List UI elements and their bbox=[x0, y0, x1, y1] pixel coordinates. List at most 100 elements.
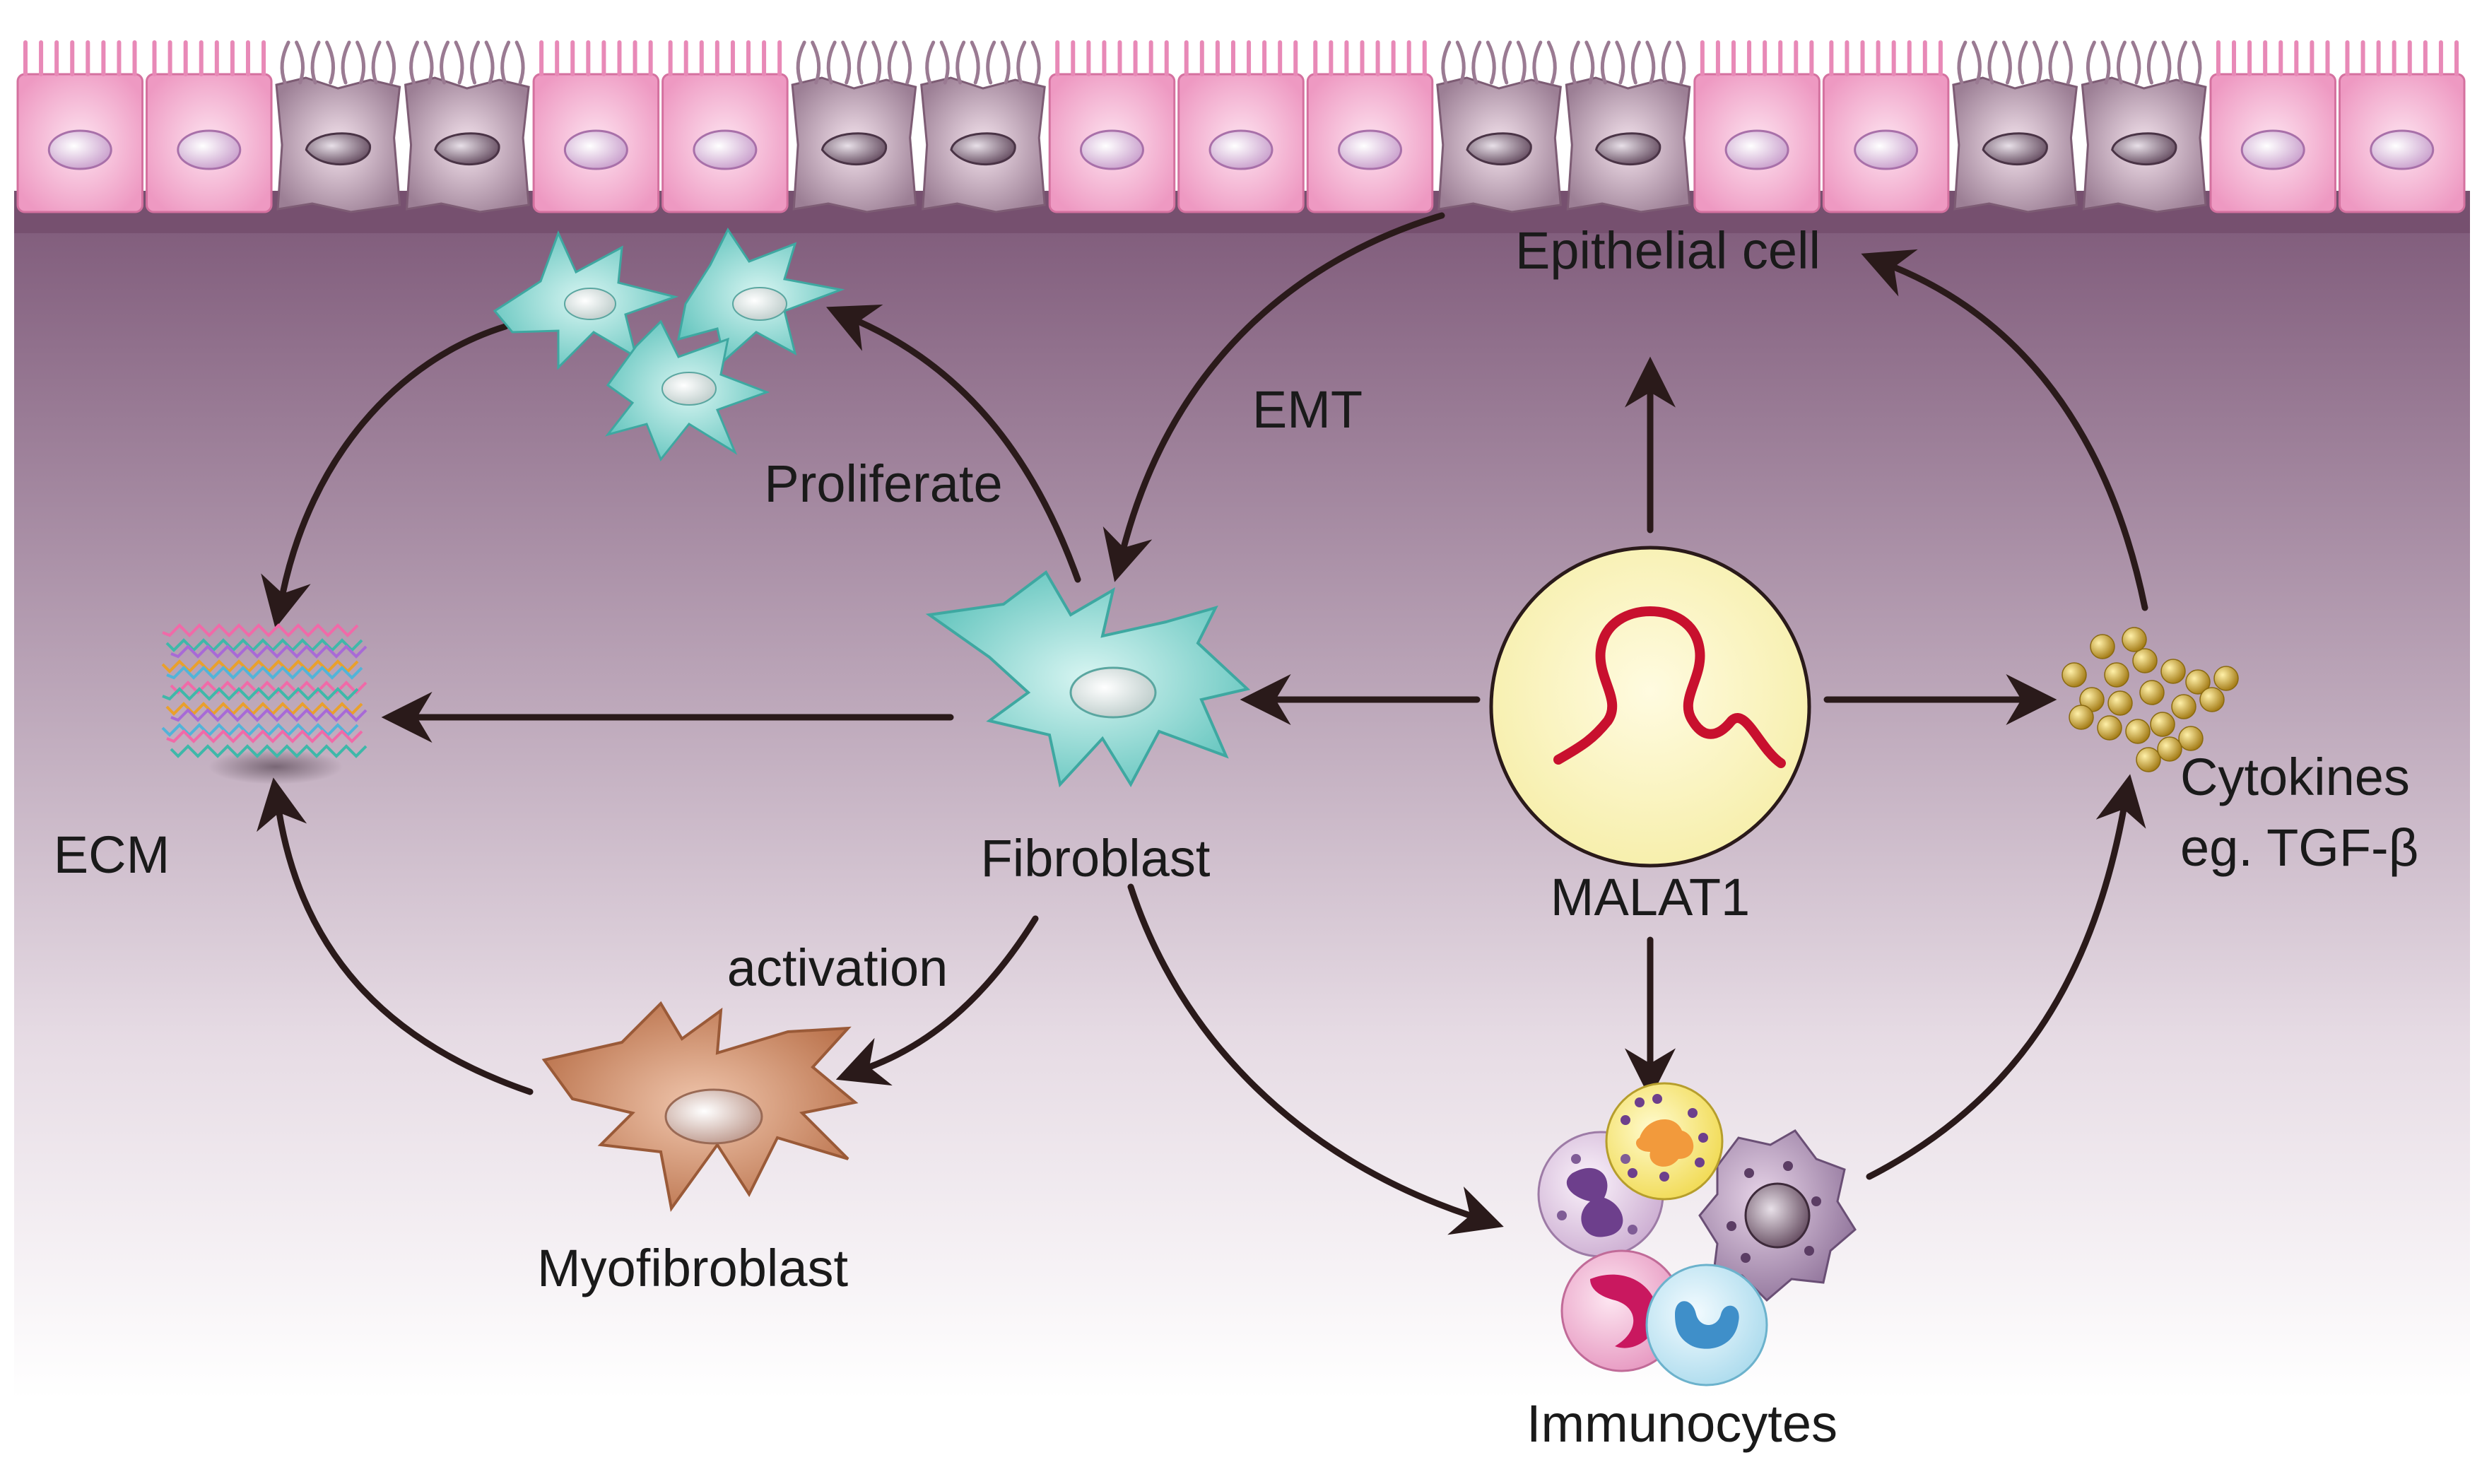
ecm-fiber-lines bbox=[161, 623, 367, 758]
granule bbox=[1688, 1108, 1698, 1118]
cytokine-particle bbox=[2185, 669, 2211, 695]
arrow-proliferate-to-ecm bbox=[261, 323, 509, 629]
immunocyte-purple-nucleus bbox=[1744, 1182, 1811, 1249]
ecm-fiber bbox=[165, 702, 363, 716]
ecm-fiber bbox=[170, 708, 367, 722]
arrow-epithelial-to-fibroblast-emt bbox=[1102, 212, 1445, 582]
epithelial-cell-damaged bbox=[791, 40, 917, 213]
proliferating-fibroblast-nucleus-3 bbox=[661, 372, 717, 406]
fibroblast-cell bbox=[925, 570, 1251, 788]
granule bbox=[1628, 1225, 1637, 1235]
granule bbox=[1628, 1168, 1637, 1178]
myofibroblast-nucleus bbox=[664, 1088, 763, 1145]
immunocyte-lilac-nucleus bbox=[1566, 1167, 1623, 1237]
arrow-cytokines-to-epithelial bbox=[1861, 249, 2148, 611]
cytokine-particle bbox=[2125, 719, 2151, 744]
immunocyte-blue-nucleus bbox=[1675, 1301, 1739, 1349]
cytokine-particle bbox=[2069, 705, 2094, 730]
granule bbox=[1571, 1154, 1581, 1164]
malat1-background bbox=[1489, 546, 1811, 868]
proliferating-fibroblasts bbox=[493, 228, 845, 461]
ecm-fiber bbox=[162, 623, 359, 637]
ecm-fiber bbox=[170, 744, 367, 758]
cytokine-particle bbox=[2132, 648, 2158, 673]
epithelial-cell-damaged bbox=[920, 40, 1046, 213]
arrow-fibroblast-to-immunocytes bbox=[1127, 883, 1504, 1235]
arrow-immunocytes-to-cytokines bbox=[1866, 774, 2146, 1180]
cytokine-particle bbox=[2171, 694, 2196, 719]
epithelial-cell-healthy bbox=[1048, 40, 1176, 213]
epithelial-cell-damaged bbox=[2081, 40, 2207, 213]
cytokine-particle bbox=[2160, 659, 2186, 684]
label-malat1: MALAT1 bbox=[1551, 868, 1750, 926]
granule bbox=[1727, 1221, 1736, 1231]
epithelial-cell-healthy bbox=[1177, 40, 1305, 213]
ecm-fibers bbox=[161, 623, 367, 784]
epithelial-cell-damaged bbox=[404, 40, 530, 213]
epithelial-cell-healthy bbox=[1306, 40, 1434, 213]
epithelial-cell-healthy bbox=[2338, 40, 2466, 213]
cytokine-particle bbox=[2199, 687, 2225, 712]
cytokine-particles bbox=[2062, 627, 2239, 772]
epithelial-cell-healthy bbox=[16, 40, 144, 213]
immunocyte-pink-nucleus bbox=[1590, 1274, 1657, 1348]
ecm-fiber bbox=[161, 723, 359, 737]
fibroblast-nucleus bbox=[1069, 666, 1157, 719]
epithelial-cell-healthy bbox=[146, 40, 273, 213]
label-cytokines-example: eg. TGF-β bbox=[2180, 818, 2418, 877]
label-emt: EMT bbox=[1252, 380, 1363, 439]
malat1-rna-strand bbox=[1553, 606, 1786, 768]
granule bbox=[1659, 1172, 1669, 1182]
epithelial-layer bbox=[16, 40, 2466, 213]
ecm-fiber bbox=[165, 638, 363, 652]
granule bbox=[1635, 1097, 1645, 1107]
cytokine-particle bbox=[2107, 690, 2133, 716]
granule bbox=[1557, 1211, 1567, 1220]
epithelial-cell-damaged bbox=[1565, 40, 1691, 213]
proliferating-fibroblast-nucleus-2 bbox=[732, 287, 787, 321]
cytokine-particle bbox=[2139, 680, 2165, 705]
label-epithelial-cell: Epithelial cell bbox=[1515, 221, 1821, 280]
cytokine-particle bbox=[2150, 712, 2175, 737]
label-activation: activation bbox=[727, 938, 948, 997]
immunocyte-cluster bbox=[1537, 1082, 1857, 1386]
cytokine-particle bbox=[2178, 726, 2204, 751]
label-proliferate: Proliferate bbox=[764, 454, 1002, 513]
granule bbox=[1811, 1196, 1821, 1206]
epithelial-cell-healthy bbox=[1693, 40, 1821, 213]
cytokine-particle bbox=[2136, 747, 2161, 772]
ecm-fiber bbox=[161, 659, 359, 673]
ecm-fiber bbox=[166, 729, 363, 743]
arrow-myofibroblast-to-ecm bbox=[257, 777, 534, 1095]
ecm-fiber bbox=[166, 666, 363, 680]
label-cytokines: Cytokines bbox=[2180, 748, 2410, 806]
tissue-background bbox=[14, 191, 2470, 1399]
granule bbox=[1741, 1253, 1751, 1263]
epithelial-cell-healthy bbox=[661, 40, 789, 213]
granule bbox=[1621, 1154, 1630, 1164]
label-fibroblast: Fibroblast bbox=[981, 829, 1211, 888]
cytokine-particle bbox=[2157, 736, 2182, 762]
cytokine-particle bbox=[2097, 715, 2122, 741]
arrows bbox=[257, 212, 2148, 1235]
malat1-circle bbox=[1489, 546, 1811, 868]
ecm-fiber bbox=[170, 644, 367, 659]
label-myofibroblast: Myofibroblast bbox=[537, 1239, 849, 1297]
cytokine-particle bbox=[2090, 634, 2115, 659]
ecm-fiber bbox=[162, 687, 359, 701]
immunocyte-granules bbox=[1557, 1094, 1821, 1263]
label-ecm: ECM bbox=[54, 825, 170, 884]
granule bbox=[1621, 1115, 1630, 1125]
ecm-shadow bbox=[208, 749, 343, 784]
epithelial-cell-damaged bbox=[1952, 40, 2078, 213]
proliferating-fibroblast-nucleus-1 bbox=[564, 288, 616, 320]
granule bbox=[1744, 1168, 1754, 1178]
granule bbox=[1652, 1094, 1662, 1104]
granule bbox=[1695, 1158, 1705, 1167]
cytokine-particle bbox=[2122, 627, 2147, 652]
cytokine-particle bbox=[2062, 662, 2087, 688]
immunocyte-yellow-nucleus bbox=[1636, 1119, 1694, 1167]
epithelial-cell-damaged bbox=[275, 40, 401, 213]
